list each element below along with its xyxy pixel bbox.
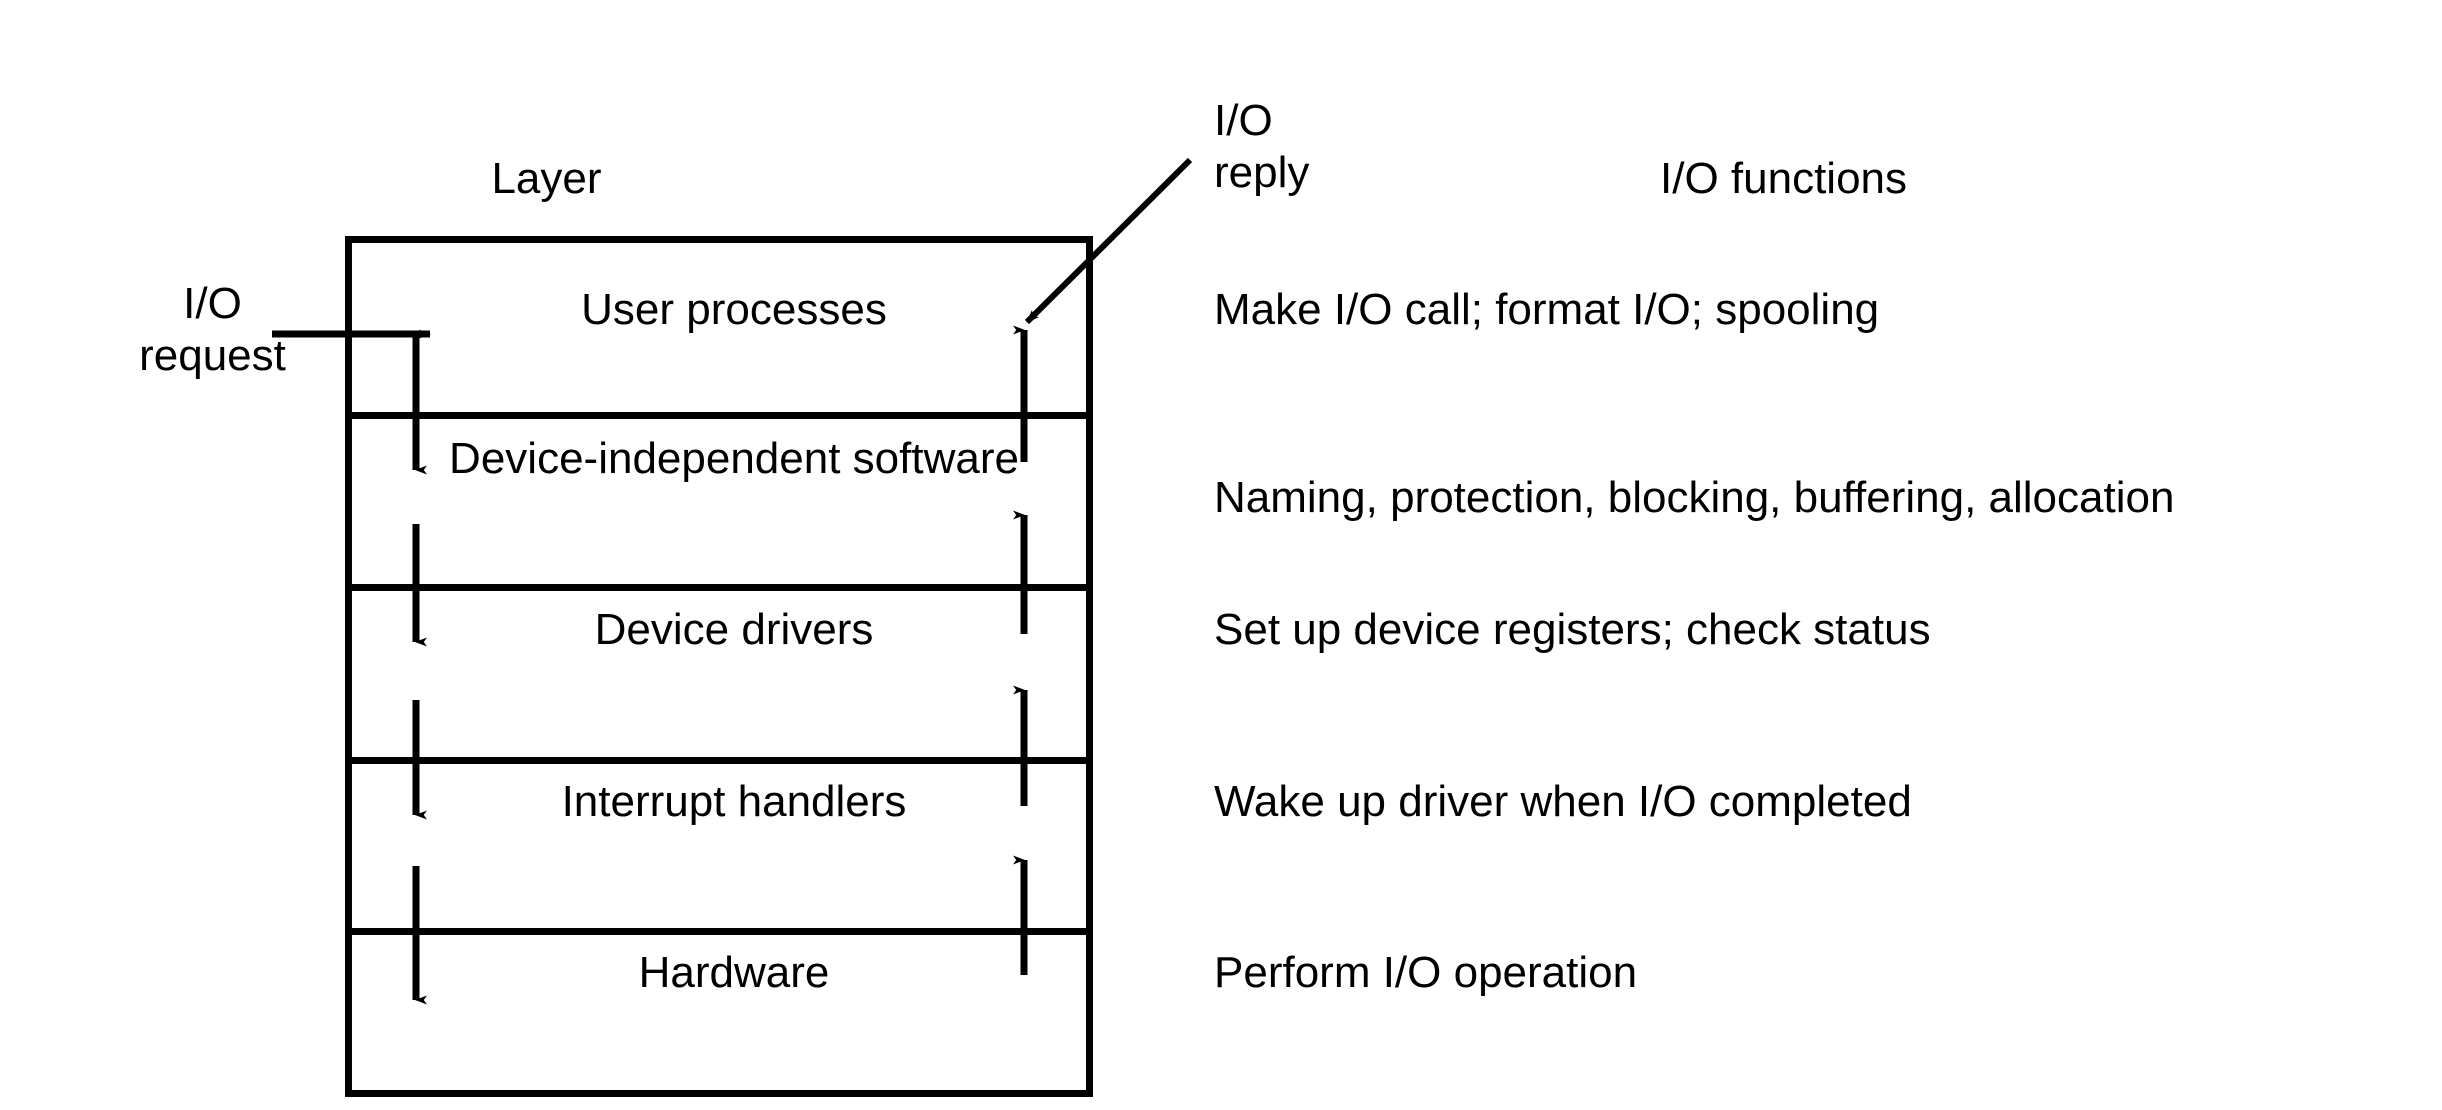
- layer-column-header: Layer: [491, 154, 602, 203]
- layer-label-user-processes: User processes: [581, 285, 887, 334]
- io-request-annotation: I/O request: [139, 279, 286, 380]
- layer-divider-4: [345, 928, 1093, 935]
- layer-label-device-drivers: Device drivers: [594, 605, 874, 654]
- layer-stack-box: [345, 236, 1093, 1097]
- layer-label-device-independent-software: Device-independent software: [449, 434, 1019, 483]
- layer-divider-2: [345, 584, 1093, 591]
- function-label-user-processes: Make I/O call; format I/O; spooling: [1214, 285, 1880, 334]
- io-functions-column-header: I/O functions: [1660, 154, 1908, 203]
- layer-label-interrupt-handlers: Interrupt handlers: [561, 777, 907, 826]
- function-label-interrupt-handlers: Wake up driver when I/O completed: [1214, 777, 1912, 826]
- function-label-hardware: Perform I/O operation: [1214, 948, 1638, 997]
- function-label-device-independent-software: Naming, protection, blocking, buffering,…: [1214, 473, 2175, 522]
- function-label-device-drivers: Set up device registers; check status: [1214, 605, 1931, 654]
- layer-label-hardware: Hardware: [638, 948, 830, 997]
- layer-divider-1: [345, 412, 1093, 419]
- layer-divider-3: [345, 757, 1093, 764]
- io-reply-annotation: I/O reply: [1214, 96, 1310, 197]
